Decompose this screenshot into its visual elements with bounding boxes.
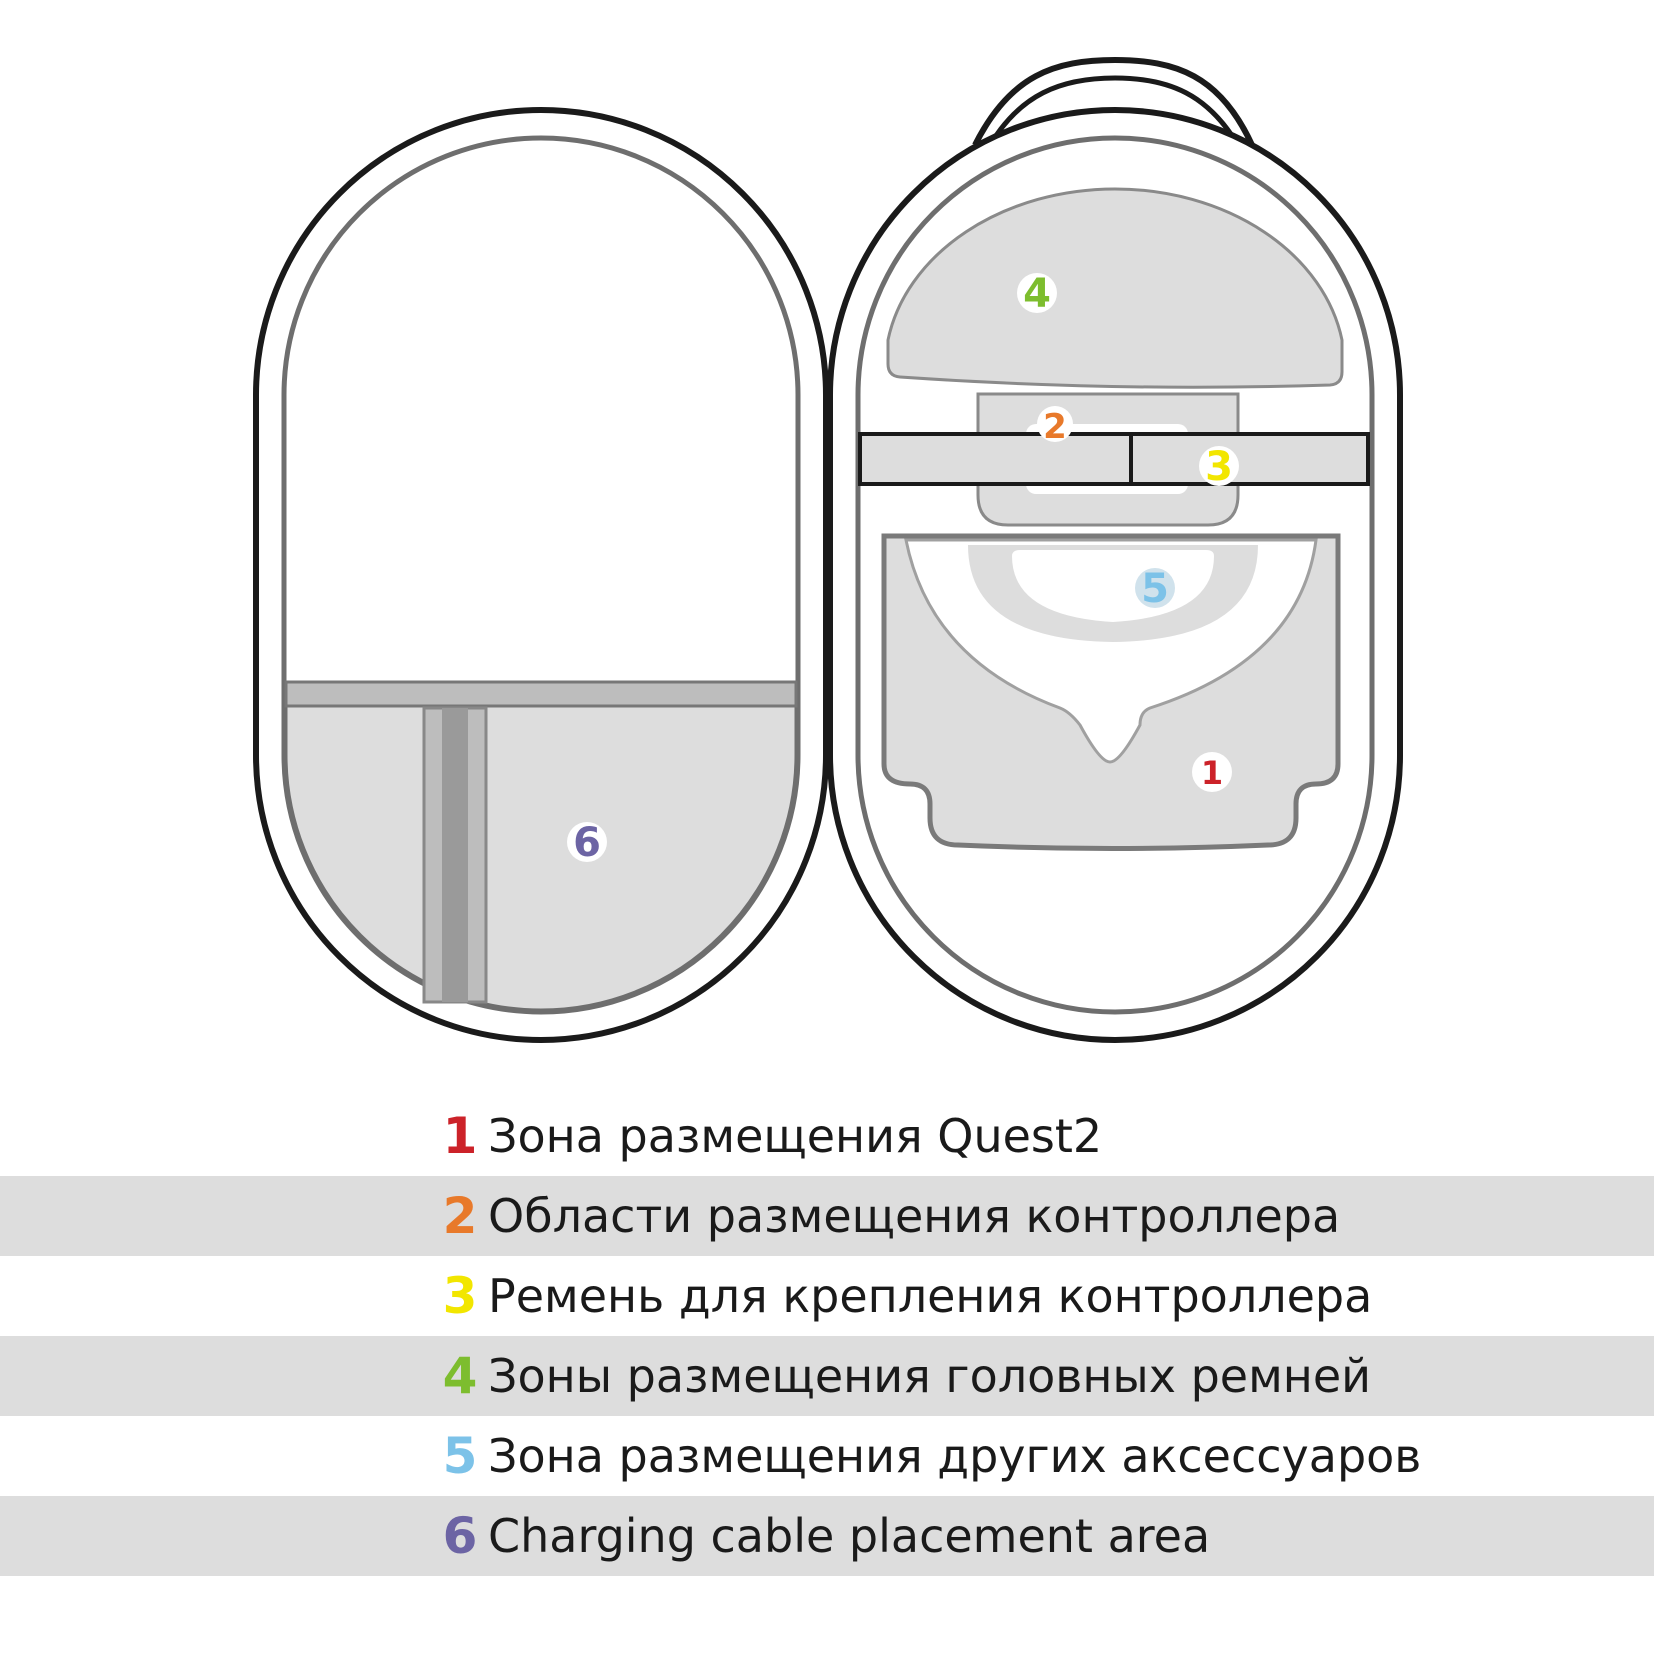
marker-2-bg (1037, 406, 1073, 442)
legend-text-6: Charging cable placement area (488, 1509, 1211, 1563)
marker-1-bg (1192, 752, 1232, 792)
legend-num-3: 3 (442, 1267, 478, 1325)
case-diagram: 6 4 2 3 5 1 (253, 56, 1403, 1043)
marker-6-bg (567, 822, 607, 862)
legend-num-1: 1 (442, 1107, 478, 1165)
carry-handle-outer (972, 56, 1255, 147)
controller-strap-zone-3 (858, 432, 1370, 486)
marker-6: 6 (573, 820, 601, 866)
legend-text-1: Зона размещения Quest2 (488, 1109, 1103, 1163)
legend-row-1: 1 Зона размещения Quest2 (0, 1096, 1654, 1176)
marker-3-bg (1199, 446, 1239, 486)
legend-row-3: 3 Ремень для крепления контроллера (0, 1256, 1654, 1336)
marker-5-bg (1135, 568, 1175, 608)
legend-num-5: 5 (442, 1427, 478, 1485)
legend-text-5: Зона размещения других аксессуаров (488, 1429, 1422, 1483)
marker-2: 2 (1043, 407, 1067, 447)
marker-1: 1 (1201, 754, 1223, 792)
marker-3: 3 (1205, 444, 1233, 490)
legend-row-2: 2 Области размещения контроллера (0, 1176, 1654, 1256)
legend-text-2: Области размещения контроллера (488, 1189, 1341, 1243)
legend-text-3: Ремень для крепления контроллера (488, 1269, 1373, 1323)
legend-row-4: 4 Зоны размещения головных ремней (0, 1336, 1654, 1416)
marker-4-bg (1017, 273, 1057, 313)
vertical-divider-dark (442, 708, 468, 1002)
carry-handle-inner (987, 75, 1241, 147)
legend-row-6: 6 Charging cable placement area (0, 1496, 1654, 1576)
right-base: 4 2 3 5 1 (827, 56, 1403, 1043)
pocket-zipper-band (284, 680, 798, 708)
marker-5: 5 (1141, 566, 1169, 612)
marker-4: 4 (1023, 271, 1051, 317)
legend-num-6: 6 (442, 1507, 478, 1565)
legend-num-4: 4 (442, 1347, 478, 1405)
head-strap-zone-4 (886, 187, 1344, 389)
legend-text-4: Зоны размещения головных ремней (488, 1349, 1372, 1403)
legend-num-2: 2 (442, 1187, 478, 1245)
cable-pocket-zone-6 (284, 704, 798, 1012)
left-lid: 6 (253, 107, 829, 1043)
legend-row-5: 5 Зона размещения других аксессуаров (0, 1416, 1654, 1496)
